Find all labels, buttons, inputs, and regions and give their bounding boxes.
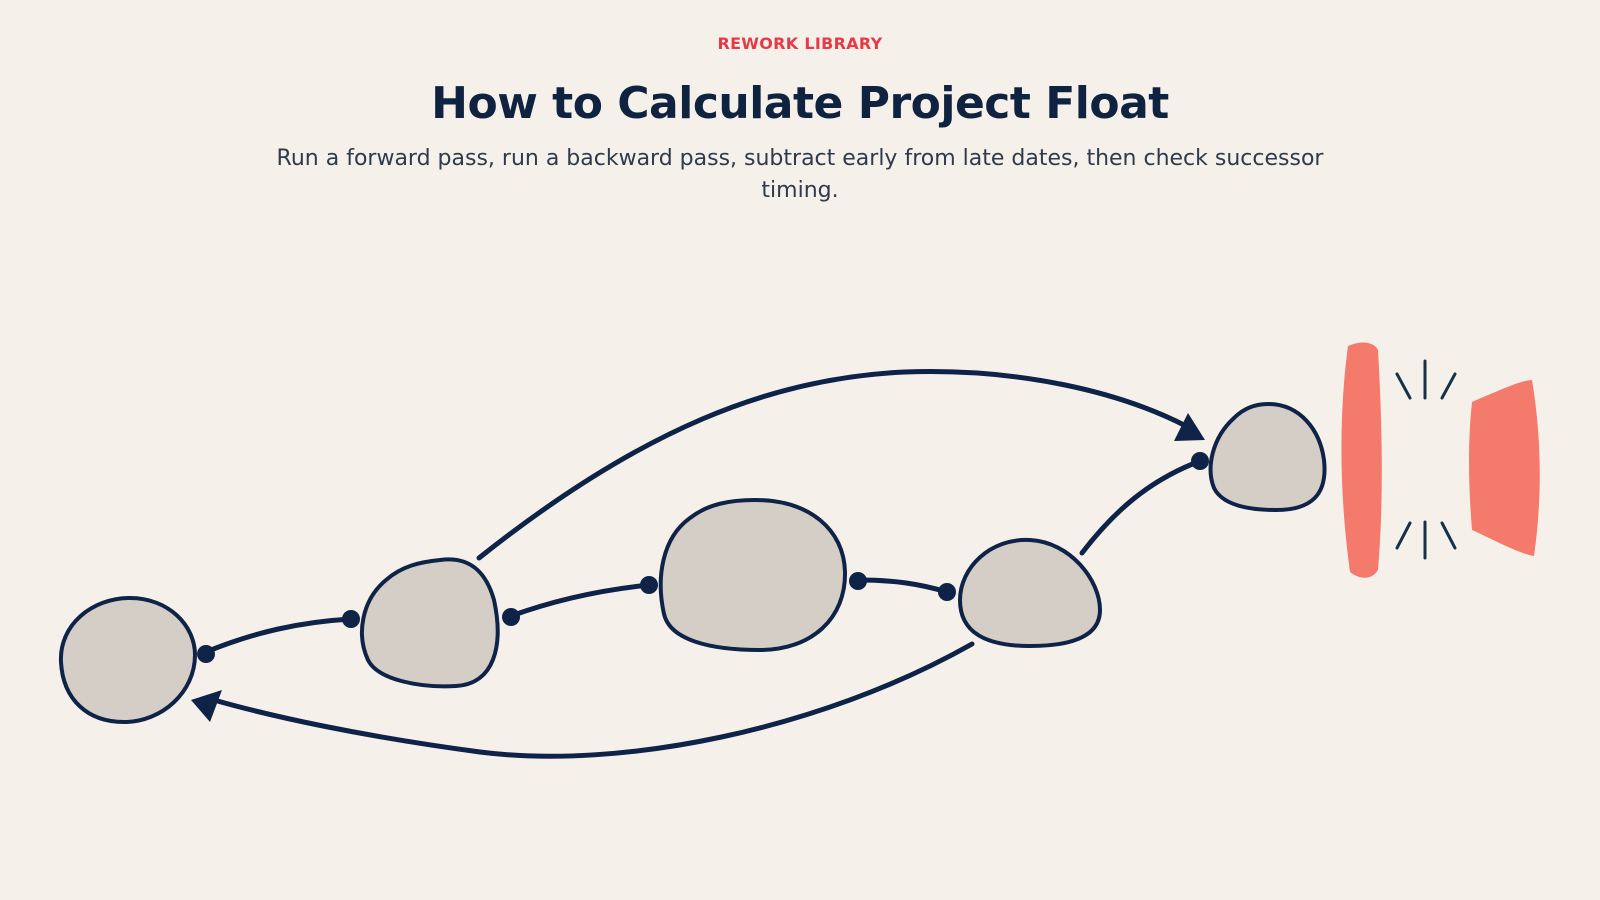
link-3-4: [855, 577, 950, 595]
link-2-3: [508, 582, 652, 619]
link-dot: [1191, 452, 1209, 470]
link-dot: [938, 583, 956, 601]
activity-node-4: [957, 537, 1103, 649]
link-dot: [502, 608, 520, 626]
page-title: How to Calculate Project Float: [431, 78, 1169, 129]
link-4-5: [1079, 458, 1203, 556]
impact-spark-icon: [1395, 521, 1412, 550]
link-dot: [342, 610, 360, 628]
backward-arrowhead: [191, 690, 222, 722]
backward-pass-arrow: [211, 641, 975, 759]
activity-node-2: [360, 557, 500, 689]
forward-pass-arrow: [476, 369, 1189, 561]
impact-spark-icon: [1395, 372, 1412, 400]
library-label: REWORK LIBRARY: [717, 34, 883, 53]
page-subtitle: Run a forward pass, run a backward pass,…: [276, 146, 1324, 203]
activity-node-5: [1208, 401, 1327, 513]
activity-node-1: [58, 595, 198, 725]
link-dot: [640, 576, 658, 594]
barrier-right-icon: [1469, 380, 1540, 556]
forward-arrowhead: [1174, 413, 1205, 441]
link-dot: [197, 645, 215, 663]
barrier-left-icon: [1341, 342, 1382, 578]
link-1-2: [203, 616, 354, 655]
activity-node-3: [658, 497, 848, 653]
link-dot: [849, 572, 867, 590]
impact-spark-icon: [1440, 372, 1457, 400]
impact-spark-icon: [1440, 521, 1457, 550]
